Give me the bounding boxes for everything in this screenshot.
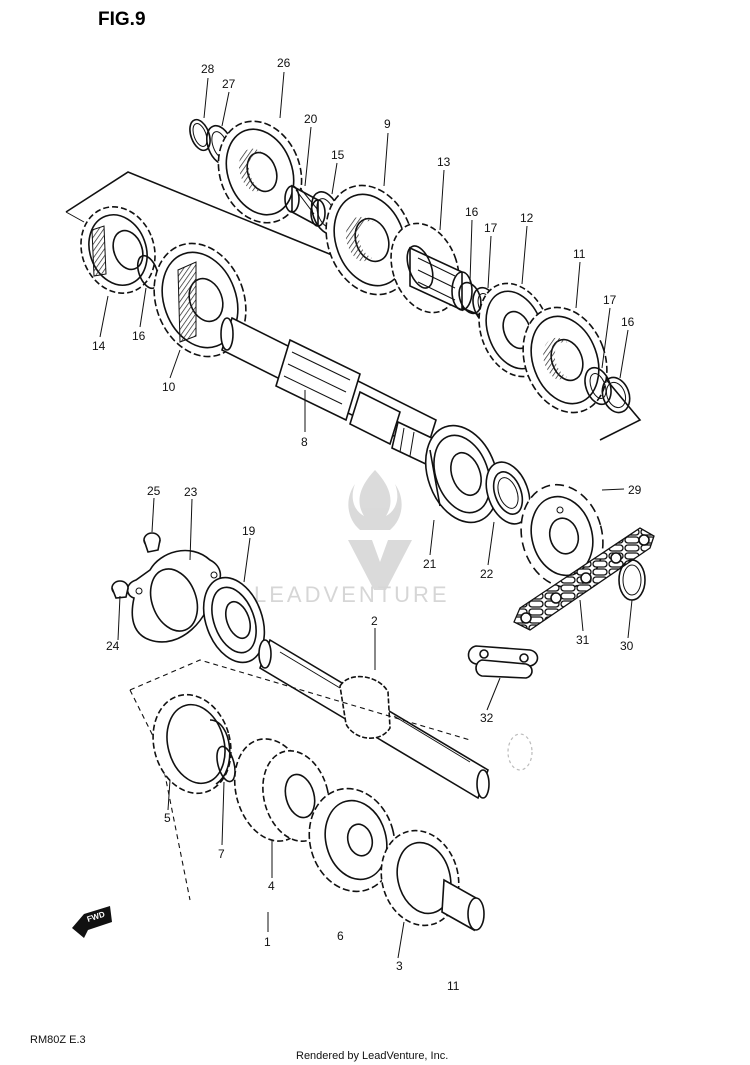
callout-11: 11 <box>573 247 586 261</box>
callout-labels: 28 27 26 20 15 9 13 16 17 12 11 17 16 14… <box>92 56 642 993</box>
bearing-21 <box>424 424 500 524</box>
callout-4: 4 <box>268 879 275 893</box>
screw-24 <box>111 580 129 599</box>
watermark-text: LEADVENTURE <box>254 582 450 607</box>
callout-20: 20 <box>304 112 318 126</box>
callout-9: 9 <box>384 117 391 131</box>
callout-28: 28 <box>201 62 215 76</box>
drive-chain-31 <box>513 527 655 631</box>
callout-11-lower: 11 <box>447 979 460 993</box>
callout-3: 3 <box>396 959 403 973</box>
callout-2: 2 <box>371 614 378 628</box>
countershaft-assembly <box>65 118 642 589</box>
callout-21: 21 <box>423 557 437 571</box>
callout-26: 26 <box>277 56 291 70</box>
callout-6: 6 <box>337 929 344 943</box>
callout-16-right: 16 <box>621 315 635 329</box>
circlip-16-right <box>601 376 631 414</box>
callout-15: 15 <box>331 148 345 162</box>
gear-5 <box>152 693 232 795</box>
callout-17-right: 17 <box>603 293 617 307</box>
callout-27: 27 <box>222 77 236 91</box>
callout-14: 14 <box>92 339 106 353</box>
callout-5: 5 <box>164 811 171 825</box>
model-code: RM80Z E.3 <box>30 1034 86 1046</box>
circlip-28 <box>189 118 211 152</box>
countershaft-8 <box>220 316 437 468</box>
rendered-by-credit: Rendered by LeadVenture, Inc. <box>296 1050 448 1062</box>
callout-22: 22 <box>480 567 494 581</box>
leadventure-watermark: LEADVENTURE <box>254 470 450 607</box>
oil-seal-22 <box>485 461 531 525</box>
callout-29: 29 <box>628 483 642 497</box>
callout-10: 10 <box>162 380 176 394</box>
callout-7: 7 <box>218 847 225 861</box>
callout-12: 12 <box>520 211 534 225</box>
screw-25 <box>143 532 161 553</box>
circlip-7 <box>216 745 236 783</box>
needle-bearing-20 <box>284 184 326 228</box>
fwd-arrow-icon: FWD <box>72 906 112 938</box>
callout-8: 8 <box>301 435 308 449</box>
callout-23: 23 <box>184 485 198 499</box>
figure-title: FIG.9 <box>98 9 146 30</box>
callout-24: 24 <box>106 639 120 653</box>
callout-25: 25 <box>147 484 161 498</box>
driveshaft-2 <box>258 638 533 800</box>
callout-16-left: 16 <box>132 329 146 343</box>
circlip-16-left <box>136 254 160 290</box>
callout-32: 32 <box>480 711 494 725</box>
callout-31: 31 <box>576 633 590 647</box>
callout-1: 1 <box>264 935 271 949</box>
bearing-retainer-23 <box>126 549 222 643</box>
gear-14 <box>80 206 156 294</box>
lower-frame-top <box>129 659 471 741</box>
gear-3 <box>380 829 460 927</box>
chain-joint-32 <box>467 645 539 679</box>
gear-26 <box>217 120 303 224</box>
callout-30: 30 <box>620 639 634 653</box>
callout-17-upper: 17 <box>484 221 498 235</box>
callout-16-upper: 16 <box>465 205 479 219</box>
callout-13: 13 <box>437 155 451 169</box>
driveshaft-assembly <box>111 527 655 932</box>
v-logo-icon <box>348 540 412 590</box>
flame-logo-icon <box>348 470 402 530</box>
gear-6 <box>308 787 396 893</box>
leader-lines <box>99 71 633 959</box>
gear-13 <box>390 222 473 314</box>
shaft-end-11 <box>441 878 485 932</box>
callout-19: 19 <box>242 524 256 538</box>
bearing-19 <box>202 576 266 664</box>
